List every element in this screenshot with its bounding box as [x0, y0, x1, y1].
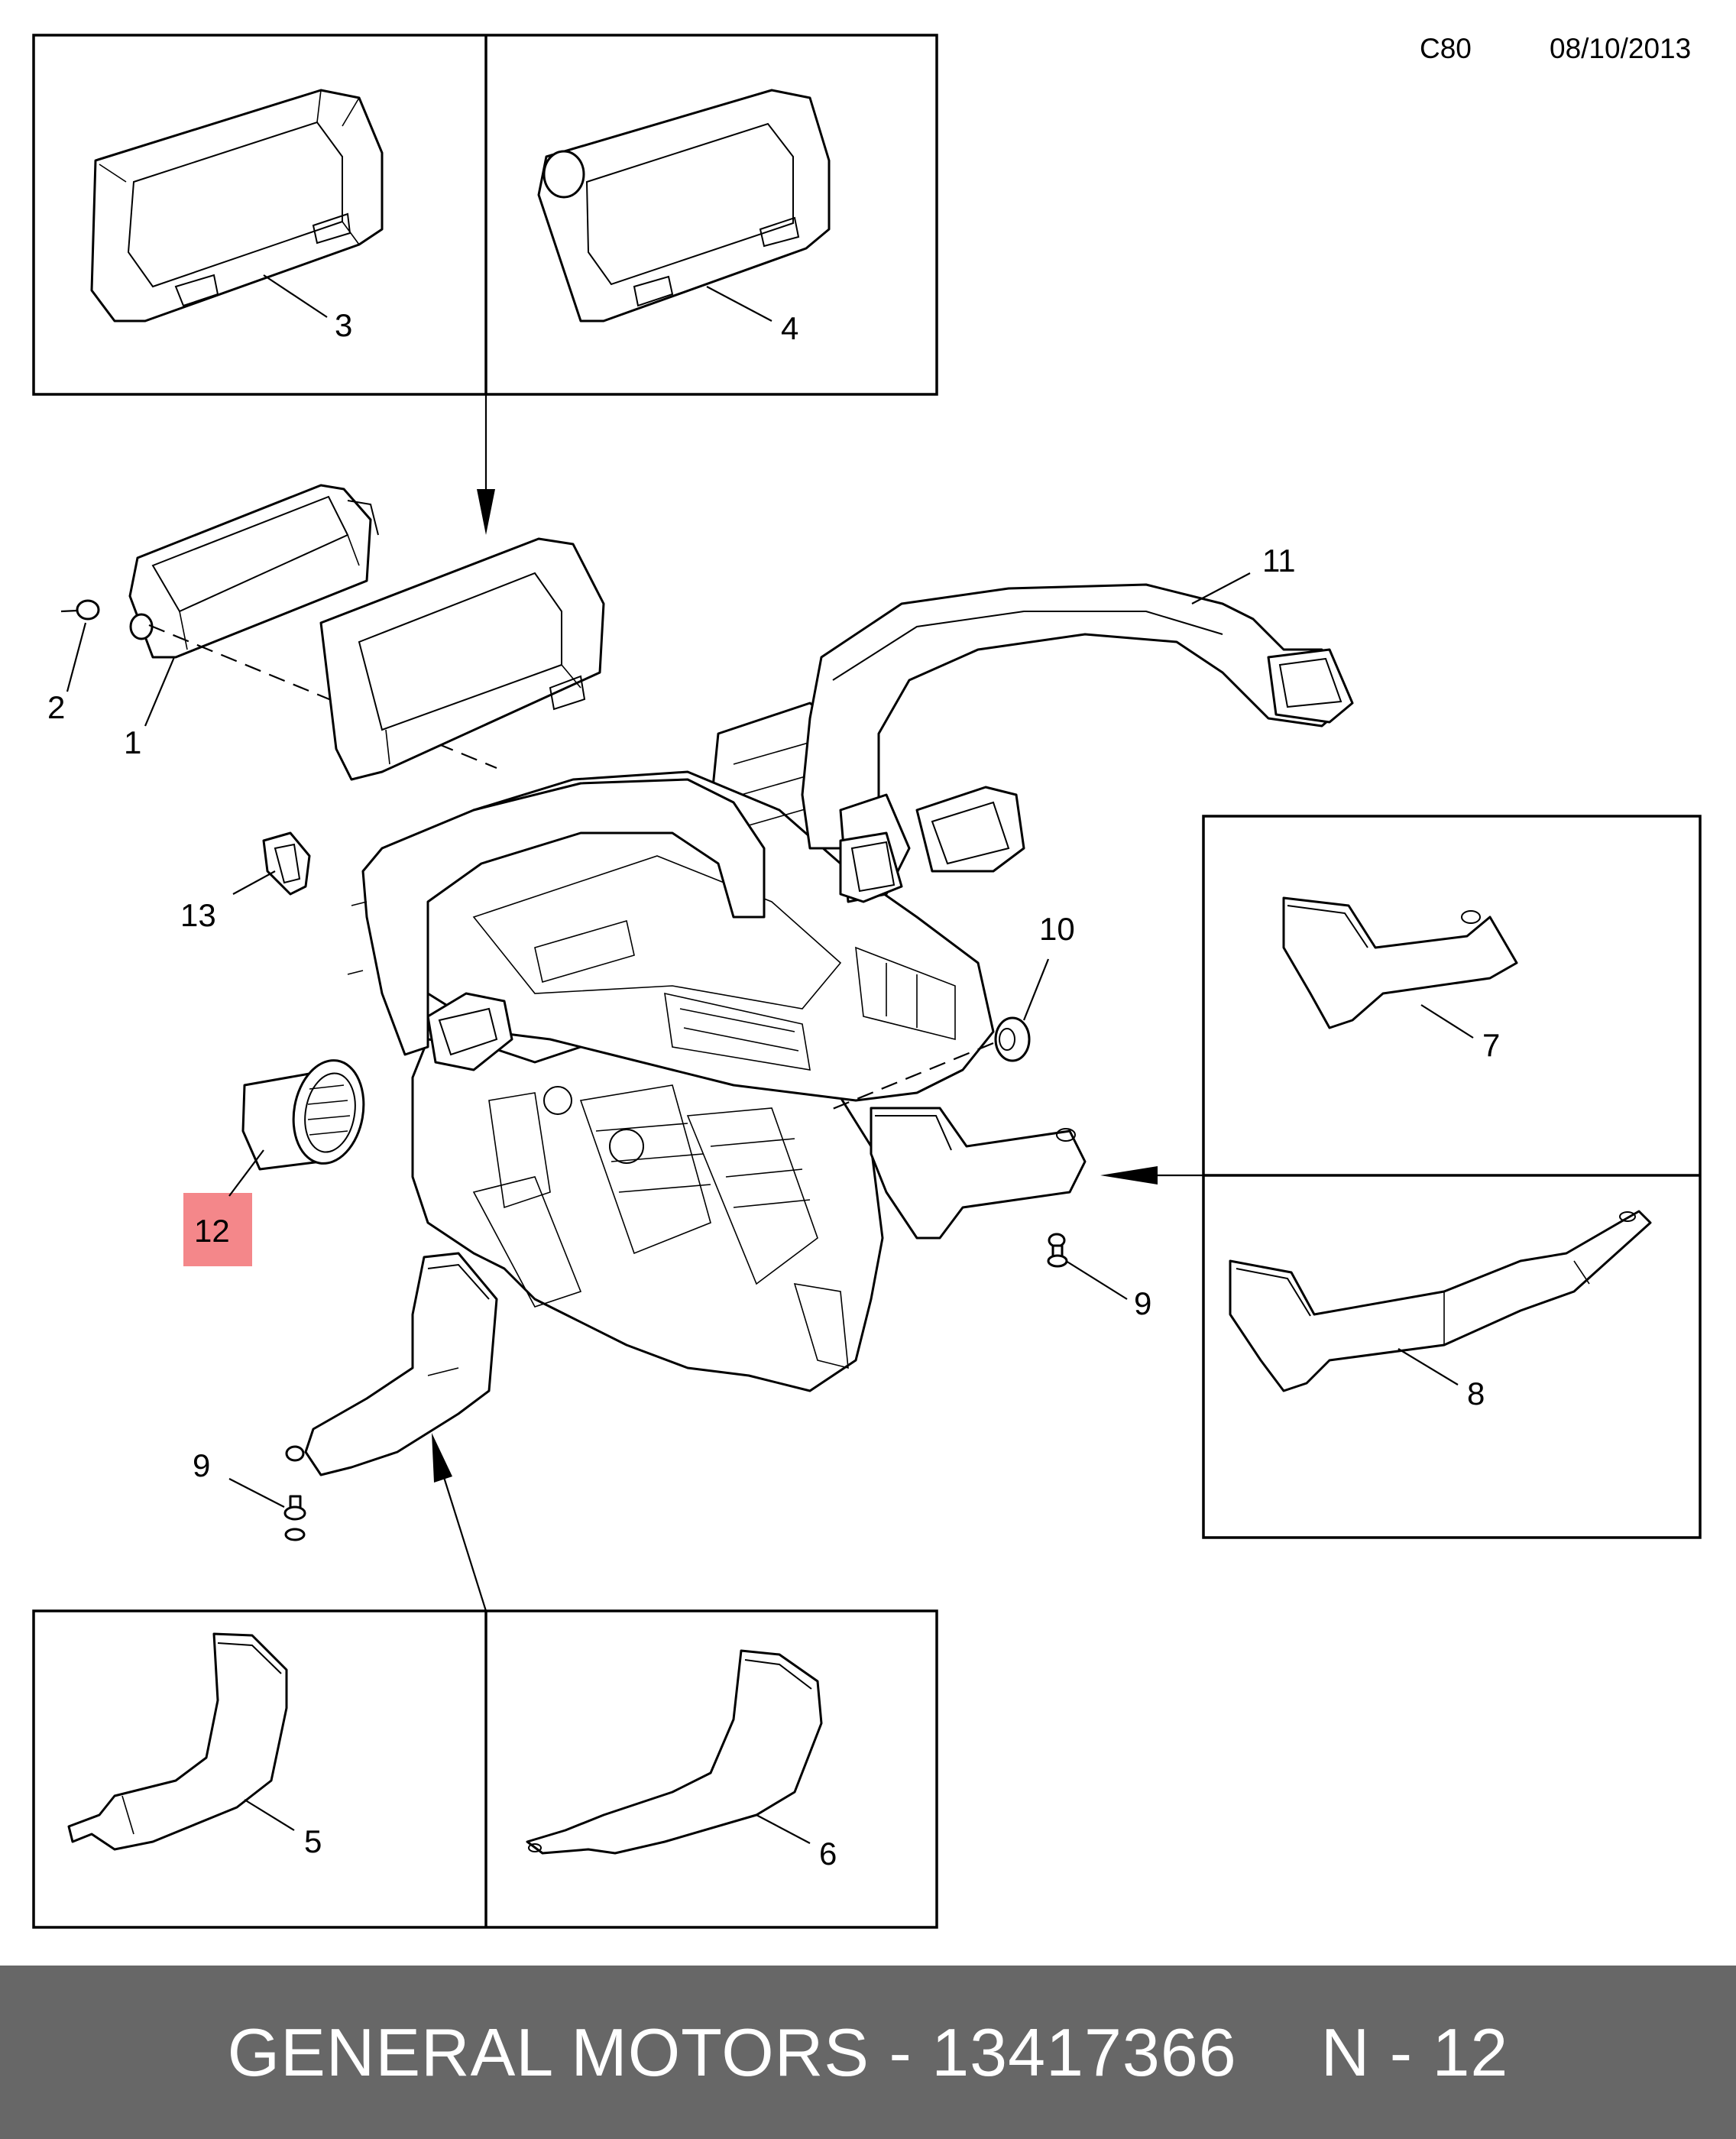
callout-10: 10: [1039, 911, 1075, 947]
part-12-outlet: [241, 1059, 365, 1171]
callout-9-left: 9: [193, 1447, 210, 1483]
part-10-grommet: [994, 1016, 1031, 1062]
footer-brand-part: GENERAL MOTORS - 13417366: [227, 2014, 1237, 2090]
callout-12-highlight: [183, 1193, 252, 1266]
arrow-right-inset: [1100, 1166, 1203, 1185]
footer-bar: GENERAL MOTORS - 13417366 N - 12: [0, 1966, 1736, 2139]
footer-page: N - 12: [1320, 2014, 1509, 2090]
arrow-bottom-inset: [432, 1433, 487, 1612]
callout-4: 4: [781, 310, 798, 346]
part-9-clip-right: [1047, 1233, 1068, 1268]
callout-13: 13: [180, 897, 216, 933]
part-8-floor-duct: [1229, 1210, 1652, 1392]
callout-2: 2: [47, 689, 65, 725]
part-5-floor-duct: [67, 1632, 288, 1851]
part-11-center-duct: [801, 583, 1354, 903]
inset-right: 7 8: [1202, 815, 1702, 1539]
floor-duct-right-installed: [870, 1107, 1087, 1240]
arrow-top-inset: [477, 394, 495, 535]
part-1-filter: [128, 484, 379, 659]
diagram-date: 08/10/2013: [1550, 33, 1691, 64]
callout-7: 7: [1482, 1027, 1500, 1063]
part-4-duct-frame: [537, 89, 831, 322]
parts-diagram: C80 08/10/2013 3 4: [32, 33, 1702, 1929]
part-6-floor-duct: [526, 1649, 823, 1855]
floor-duct-left-installed: [304, 1252, 498, 1476]
callout-1: 1: [124, 724, 141, 760]
part-7-floor-duct: [1282, 896, 1518, 1029]
plenum-duct: [347, 778, 766, 1071]
part-13-vent: [262, 831, 311, 896]
inset-top: 3 4: [32, 34, 938, 396]
part-3-duct-frame: [90, 89, 384, 322]
part-2-screw: [60, 599, 100, 621]
callout-11: 11: [1262, 543, 1296, 579]
callout-5: 5: [304, 1823, 322, 1859]
part-9-clip-left: [283, 1445, 306, 1541]
callout-12: 12: [194, 1213, 230, 1249]
callout-8: 8: [1467, 1376, 1485, 1411]
diagram-code: C80: [1420, 33, 1472, 64]
callout-6: 6: [819, 1836, 837, 1872]
callout-9-right: 9: [1134, 1285, 1151, 1321]
duct-frame-installed: [319, 537, 605, 781]
callout-3: 3: [335, 307, 352, 343]
inset-bottom: 5 6: [32, 1609, 938, 1929]
